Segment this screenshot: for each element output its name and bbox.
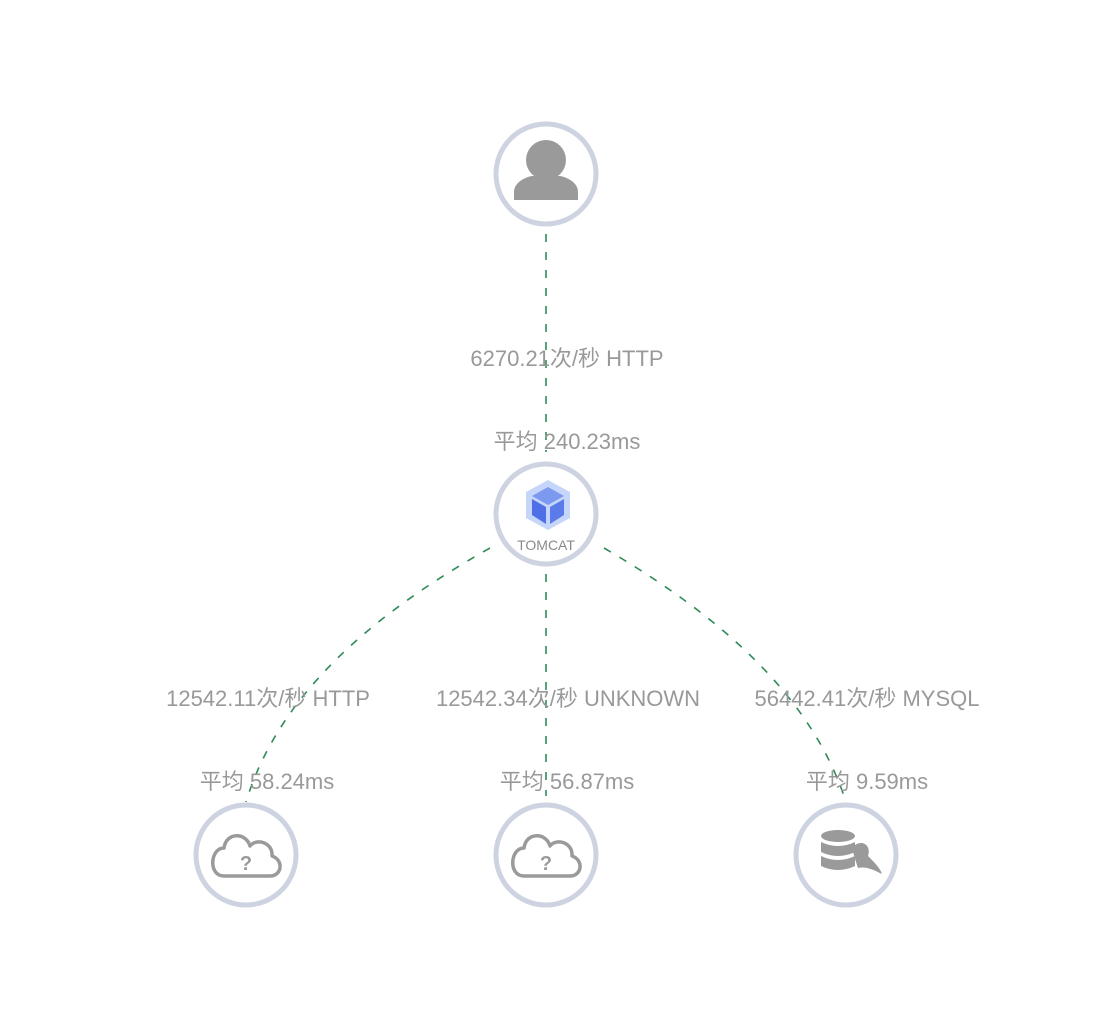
node-unknown-backend[interactable]: ? xyxy=(493,802,599,908)
cloud-question-icon: ? xyxy=(511,834,582,878)
node-http-backend[interactable]: ? xyxy=(193,802,299,908)
edge-rate-label: 12542.11次/秒 HTTP xyxy=(166,686,370,711)
edge-rate-label-alert: 56442.41次/秒 MYSQL xyxy=(754,686,979,711)
node-type-label: TOMCAT xyxy=(517,537,575,553)
cloud-question-icon: ? xyxy=(211,834,282,878)
edge-tomcat-to-http xyxy=(245,547,491,803)
svg-text:?: ? xyxy=(240,853,252,875)
edge-tomcat-to-mysql xyxy=(603,547,847,803)
node-avg-latency: 平均 58.24ms xyxy=(200,769,335,794)
database-icon xyxy=(821,830,882,874)
node-mysql[interactable] xyxy=(793,802,899,908)
node-tomcat[interactable]: TOMCAT xyxy=(493,461,599,567)
cube-icon xyxy=(526,480,570,530)
node-user[interactable] xyxy=(493,121,599,227)
svg-text:?: ? xyxy=(540,853,552,875)
user-icon xyxy=(514,140,578,200)
node-avg-latency: 平均 56.87ms xyxy=(500,769,635,794)
edge-rate-label: 12542.34次/秒 UNKNOWN xyxy=(436,686,700,711)
edge-rate-label: 6270.21次/秒 HTTP xyxy=(470,346,663,371)
node-avg-latency-alert: 平均 9.59ms xyxy=(806,769,928,794)
node-avg-latency: 平均 240.23ms xyxy=(494,429,641,454)
